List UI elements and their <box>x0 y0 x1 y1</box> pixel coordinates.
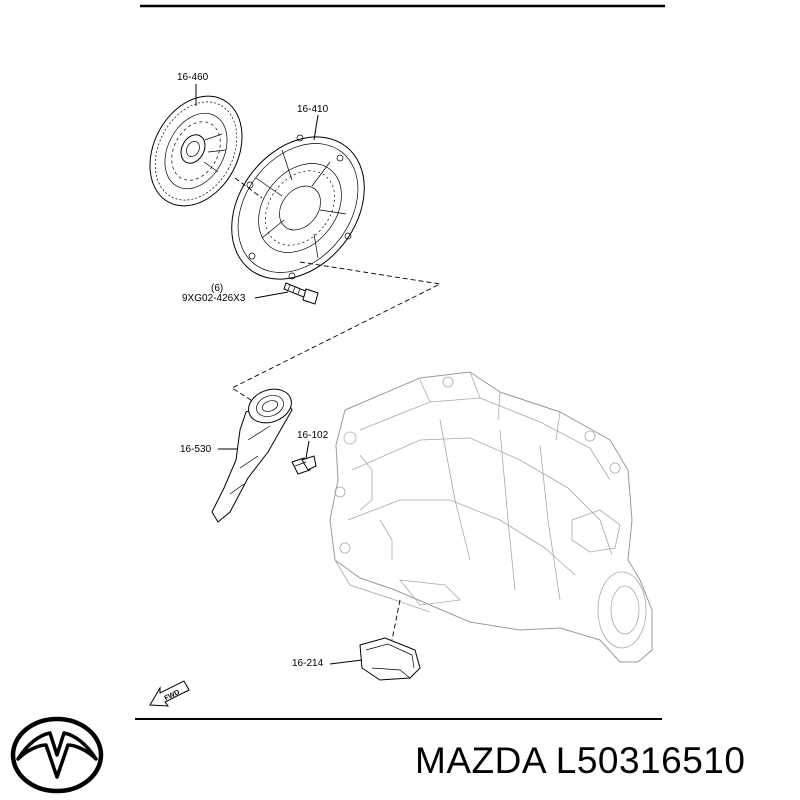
forward-arrow-icon: FWD <box>149 680 190 707</box>
label-clutch-disc: 16-460 <box>177 72 209 83</box>
clutch-cover <box>231 134 365 280</box>
rubber-mount <box>359 637 421 681</box>
bolt <box>283 282 319 305</box>
fork-pivot <box>291 455 317 475</box>
clutch-disc <box>149 95 243 207</box>
transmission-housing <box>329 371 653 663</box>
label-bolt: 9XG02-426X3 <box>182 293 246 304</box>
label-bolt-quantity: (6) <box>211 283 223 294</box>
leader-lines <box>195 84 363 665</box>
assembly-guides <box>231 177 442 641</box>
label-fork-pivot: 16-102 <box>297 430 329 441</box>
mazda-logo-icon <box>10 716 104 794</box>
release-fork <box>211 388 293 523</box>
label-clutch-cover: 16-410 <box>297 104 329 115</box>
label-rubber-mount: 16-214 <box>292 658 324 669</box>
part-number-label: MAZDA L50316510 <box>415 740 746 781</box>
label-release-fork: 16-530 <box>180 444 212 455</box>
